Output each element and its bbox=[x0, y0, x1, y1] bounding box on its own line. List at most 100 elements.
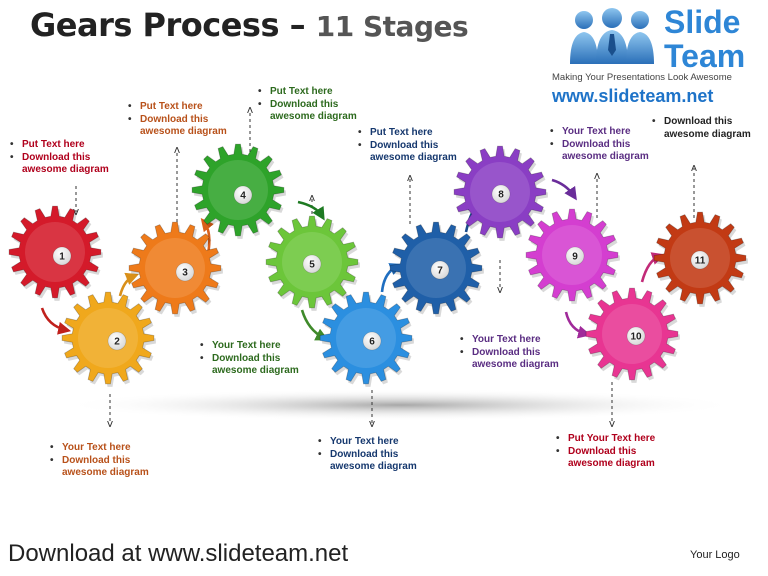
gear-hub bbox=[233, 185, 253, 205]
label-line: awesome diagram bbox=[562, 151, 649, 162]
gear-hub bbox=[491, 184, 511, 204]
label-line: Put Text here bbox=[10, 139, 109, 152]
label-line: Download this bbox=[128, 114, 227, 127]
floor-shadow bbox=[60, 389, 740, 421]
gear-number: 8 bbox=[498, 190, 504, 201]
leader-lines bbox=[76, 110, 694, 424]
page-title: Gears Process – 11 Stages bbox=[30, 6, 469, 44]
label-line: Download this bbox=[318, 449, 417, 462]
label-line: Your Text here bbox=[460, 334, 559, 347]
gear-hub bbox=[430, 260, 450, 280]
label-line: awesome diagram bbox=[664, 128, 751, 140]
label-line: Download this bbox=[10, 152, 109, 165]
label-line: Download this bbox=[556, 446, 655, 459]
logo-word-slide: Slide bbox=[664, 4, 741, 40]
gear-4: 4 bbox=[191, 143, 286, 239]
label-line: awesome diagram bbox=[22, 164, 109, 175]
label-line: awesome diagram bbox=[212, 365, 299, 376]
label-line: Put Text here bbox=[258, 86, 357, 99]
people-logo-icon bbox=[570, 8, 654, 64]
logo-word-team: Team bbox=[664, 38, 746, 74]
gear-6: 6 bbox=[319, 291, 414, 387]
connector-arrow-1 bbox=[40, 307, 72, 335]
gear-face bbox=[78, 308, 138, 368]
logo-url: www.slideteam.net bbox=[552, 86, 714, 106]
gear-number: 4 bbox=[240, 191, 246, 202]
label-line: Put Your Text here bbox=[556, 433, 655, 446]
connector-arrow-9 bbox=[564, 311, 592, 339]
gear-hub bbox=[362, 331, 382, 351]
label-line: Your Text here bbox=[550, 126, 649, 139]
gear-number: 7 bbox=[437, 266, 443, 277]
title-dash: – bbox=[279, 6, 316, 44]
gear-hub bbox=[565, 246, 585, 266]
gear-number: 1 bbox=[59, 252, 65, 263]
gear-body bbox=[61, 291, 155, 385]
gear-body bbox=[128, 221, 222, 315]
gear-hub bbox=[626, 326, 646, 346]
slideteam-logo: Slide Team Making Your Presentations Loo… bbox=[548, 0, 758, 118]
gear-7: 7 bbox=[389, 221, 484, 317]
label-line: awesome diagram bbox=[472, 359, 559, 370]
your-logo-text: Your Logo bbox=[690, 549, 740, 561]
label-line: Download this bbox=[200, 353, 299, 366]
gear-10: 10 bbox=[585, 287, 680, 383]
connector-arrow-5 bbox=[300, 309, 329, 341]
label-line: Put Text here bbox=[358, 127, 457, 140]
label-line: awesome diagram bbox=[270, 111, 357, 122]
gear-number: 3 bbox=[182, 268, 188, 279]
label-line: Your Text here bbox=[318, 436, 417, 449]
gear-number: 9 bbox=[572, 252, 578, 263]
label-line: Download this bbox=[358, 140, 457, 153]
gear-number: 11 bbox=[695, 256, 706, 267]
gear-3: 3 bbox=[128, 221, 223, 317]
connector-arrow-8 bbox=[551, 178, 577, 201]
gears-group: 1 2 3 4 5 6 7 8 9 10 11 bbox=[8, 143, 748, 387]
label-line: awesome diagram bbox=[568, 458, 655, 469]
label-line: Download this bbox=[460, 347, 559, 360]
label-line: awesome diagram bbox=[330, 461, 417, 472]
gear-hub bbox=[690, 250, 710, 270]
gear-5: 5 bbox=[265, 215, 360, 311]
gear-1: 1 bbox=[8, 205, 103, 301]
logo-tagline: Making Your Presentations Look Awesome bbox=[552, 72, 732, 83]
gear-hub bbox=[175, 262, 195, 282]
gear-number: 6 bbox=[369, 337, 375, 348]
gear-number: 10 bbox=[630, 332, 642, 343]
gear-hub bbox=[107, 331, 127, 351]
label-line: awesome diagram bbox=[370, 152, 457, 163]
label-line: awesome diagram bbox=[62, 467, 149, 478]
title-sub: 11 Stages bbox=[315, 10, 469, 43]
gear-number: 5 bbox=[309, 260, 315, 271]
footer-download-text: Download at www.slideteam.net bbox=[8, 540, 349, 567]
gear-9: 9 bbox=[525, 208, 620, 304]
gear-11: 11 bbox=[653, 211, 748, 307]
gear-2: 2 bbox=[61, 291, 156, 387]
gear-number: 2 bbox=[114, 337, 120, 348]
label-line: awesome diagram bbox=[140, 126, 227, 137]
label-line: Download this bbox=[550, 139, 649, 152]
gear-face bbox=[145, 238, 205, 298]
label-line: Download this bbox=[50, 455, 149, 468]
label-line: Put Text here bbox=[128, 101, 227, 114]
label-line: Download this bbox=[258, 99, 357, 112]
gear-hub bbox=[302, 254, 322, 274]
label-line: Download this bbox=[652, 116, 751, 129]
connector-arrow-4 bbox=[297, 200, 325, 221]
gear-8: 8 bbox=[453, 145, 548, 241]
label-line: Your Text here bbox=[200, 340, 299, 353]
title-main: Gears Process bbox=[30, 6, 280, 44]
label-line: Your Text here bbox=[50, 442, 149, 455]
